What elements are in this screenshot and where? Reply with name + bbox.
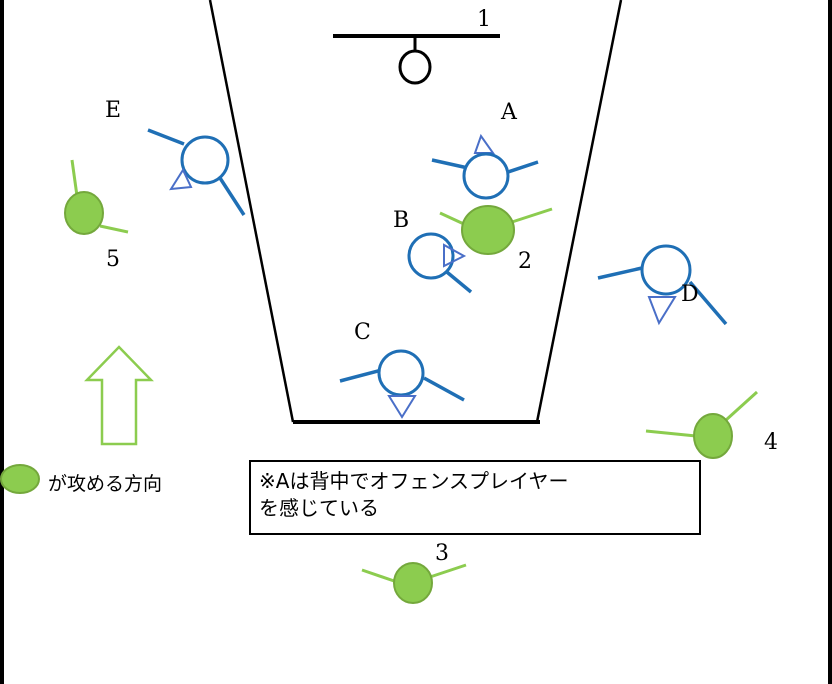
offense-3 (361, 562, 467, 604)
offense-4 (645, 390, 759, 459)
offense-4-label: 4 (764, 430, 778, 455)
defender-c (339, 349, 465, 419)
defender-c-label: C (354, 320, 371, 345)
note-line-2: を感じている (259, 496, 379, 520)
defender-d (597, 244, 728, 326)
key-left-line (208, 0, 295, 423)
offense-3-label: 3 (435, 541, 449, 566)
note-box: ※Aは背中でオフェンスプレイヤー を感じている (249, 460, 701, 535)
offense-2-label: 2 (518, 249, 532, 274)
defender-d-label: D (681, 282, 699, 307)
defender-a-label: A (501, 100, 517, 125)
note-line-1: ※Aは背中でオフェンスプレイヤー (259, 469, 569, 493)
defender-e (147, 128, 246, 216)
legend-offense-dot (0, 464, 40, 494)
attack-direction-arrow (84, 345, 154, 446)
offense-5-label: 5 (106, 247, 120, 272)
defender-e-label: E (105, 98, 122, 123)
hoop-ring (398, 49, 432, 85)
defender-b-label: B (393, 208, 410, 233)
key-right-line (535, 0, 623, 423)
defender-b (407, 232, 473, 294)
offense-5 (64, 159, 129, 235)
legend-text: が攻める方向 (48, 473, 163, 495)
defender-a (431, 133, 539, 200)
basket-label: 1 (477, 7, 491, 32)
offense-2 (439, 205, 553, 255)
